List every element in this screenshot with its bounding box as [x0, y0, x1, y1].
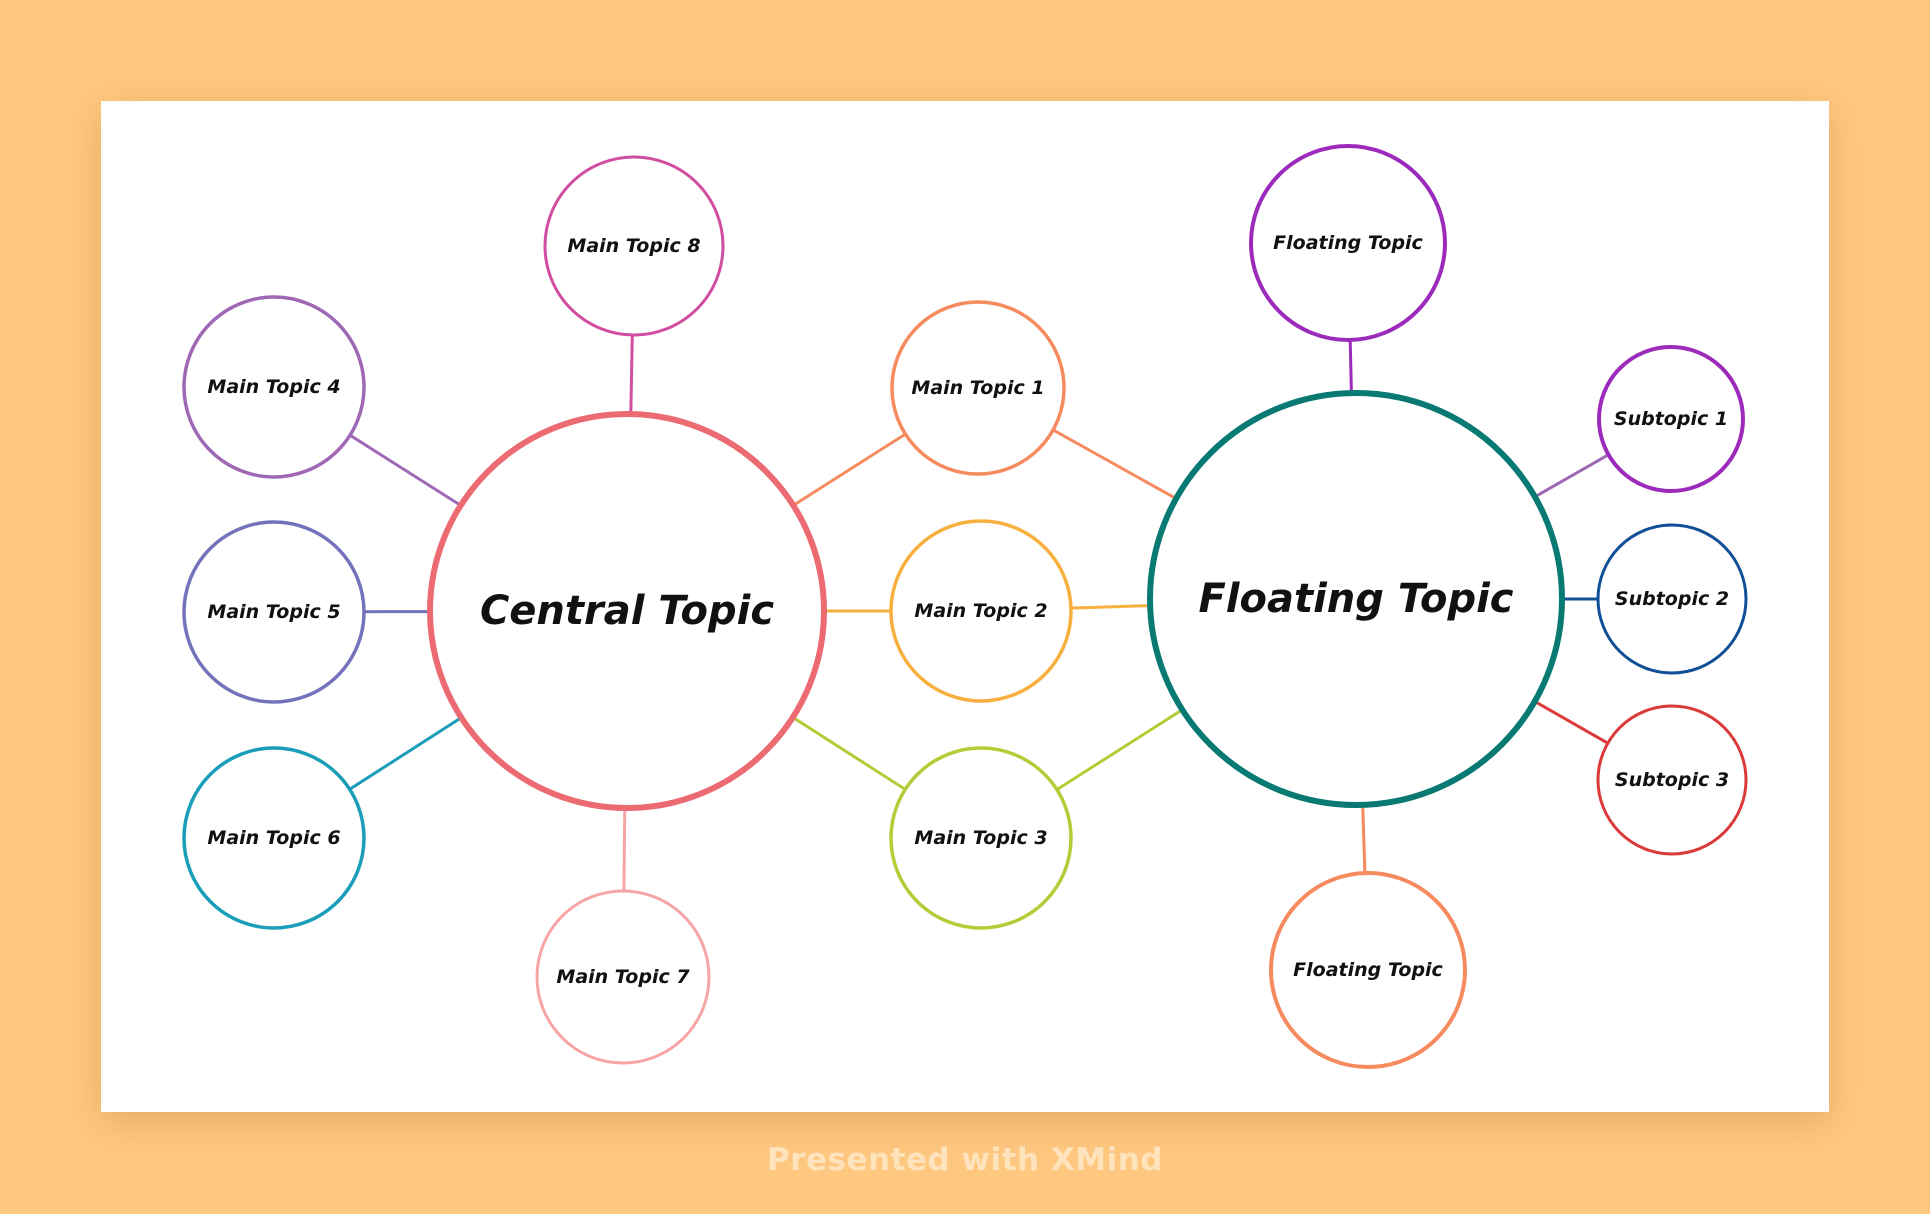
- topic-label-ft-bottom: Floating Topic: [1293, 959, 1443, 981]
- connector-central-t4: [348, 433, 463, 507]
- mind-map-canvas[interactable]: Central Topic Main Topic 1 Main Topic 2 Mai…: [101, 101, 1829, 1112]
- connector-t2-floating: [1069, 604, 1152, 610]
- connector-central-t3: [791, 715, 907, 791]
- topic-node-s2[interactable]: Subtopic 2: [1596, 523, 1748, 675]
- connector-central-t6: [348, 716, 463, 791]
- topic-label-s2: Subtopic 2: [1615, 588, 1729, 610]
- topic-node-t4[interactable]: Main Topic 4: [182, 295, 366, 479]
- topic-node-t3[interactable]: Main Topic 3: [889, 746, 1073, 930]
- presented-with-footer: Presented with XMind: [767, 1142, 1163, 1178]
- connector-central-t8: [629, 333, 634, 416]
- connector-t1-floating: [1051, 428, 1178, 501]
- topic-node-floating[interactable]: Floating Topic: [1147, 390, 1565, 808]
- topic-label-central: Central Topic: [480, 588, 774, 634]
- topic-node-t5[interactable]: Main Topic 5: [182, 520, 366, 704]
- topic-node-t2[interactable]: Main Topic 2: [889, 519, 1073, 703]
- topic-layer: Central Topic Main Topic 1 Main Topic 2 Mai…: [182, 144, 1748, 1069]
- topic-label-t2: Main Topic 2: [914, 600, 1047, 622]
- topic-label-t1: Main Topic 1: [911, 377, 1044, 399]
- topic-node-t1[interactable]: Main Topic 1: [890, 300, 1066, 476]
- connector-t3-floating: [1055, 708, 1184, 792]
- connector-floating-s1: [1533, 453, 1610, 499]
- connector-floating-ft-top: [1348, 338, 1353, 395]
- topic-label-t8: Main Topic 8: [567, 235, 700, 257]
- topic-label-t4: Main Topic 4: [207, 376, 340, 398]
- topic-label-t7: Main Topic 7: [556, 966, 690, 988]
- topic-node-central[interactable]: Central Topic: [427, 411, 827, 811]
- connector-central-t7: [622, 806, 627, 893]
- topic-circle-ft-top[interactable]: [1249, 144, 1447, 342]
- topic-label-floating: Floating Topic: [1198, 576, 1513, 622]
- topic-node-s3[interactable]: Subtopic 3: [1596, 704, 1748, 856]
- topic-circle-t5[interactable]: [182, 520, 366, 704]
- topic-circle-t3[interactable]: [889, 746, 1073, 930]
- connector-layer: [348, 333, 1610, 893]
- topic-node-t8[interactable]: Main Topic 8: [543, 155, 725, 337]
- topic-node-ft-bottom[interactable]: Floating Topic: [1269, 871, 1467, 1069]
- topic-label-t3: Main Topic 3: [914, 827, 1047, 849]
- topic-node-s1[interactable]: Subtopic 1: [1597, 345, 1745, 493]
- connector-floating-ft-bottom: [1361, 803, 1367, 875]
- topic-label-s3: Subtopic 3: [1615, 769, 1729, 791]
- mind-map-diagram: Central Topic Main Topic 1 Main Topic 2 Mai…: [182, 144, 1748, 1069]
- topic-circle-floating[interactable]: [1147, 390, 1565, 808]
- topic-circle-t1[interactable]: [890, 300, 1066, 476]
- topic-circle-t4[interactable]: [182, 295, 366, 479]
- topic-circle-ft-bottom[interactable]: [1269, 871, 1467, 1069]
- topic-circle-t8[interactable]: [543, 155, 725, 337]
- topic-circle-central[interactable]: [427, 411, 827, 811]
- topic-label-t6: Main Topic 6: [207, 827, 340, 849]
- connector-floating-s3: [1533, 699, 1610, 745]
- topic-label-s1: Subtopic 1: [1614, 408, 1728, 430]
- topic-node-t7[interactable]: Main Topic 7: [535, 889, 711, 1065]
- topic-node-ft-top[interactable]: Floating Topic: [1249, 144, 1447, 342]
- topic-circle-t2[interactable]: [889, 519, 1073, 703]
- topic-label-t5: Main Topic 5: [207, 601, 340, 623]
- topic-circle-t6[interactable]: [182, 746, 366, 930]
- connector-central-t1: [791, 432, 907, 507]
- topic-circle-s1[interactable]: [1597, 345, 1745, 493]
- topic-circle-t7[interactable]: [535, 889, 711, 1065]
- topic-circle-s3[interactable]: [1596, 704, 1748, 856]
- topic-circle-s2[interactable]: [1596, 523, 1748, 675]
- topic-label-ft-top: Floating Topic: [1273, 232, 1423, 254]
- topic-node-t6[interactable]: Main Topic 6: [182, 746, 366, 930]
